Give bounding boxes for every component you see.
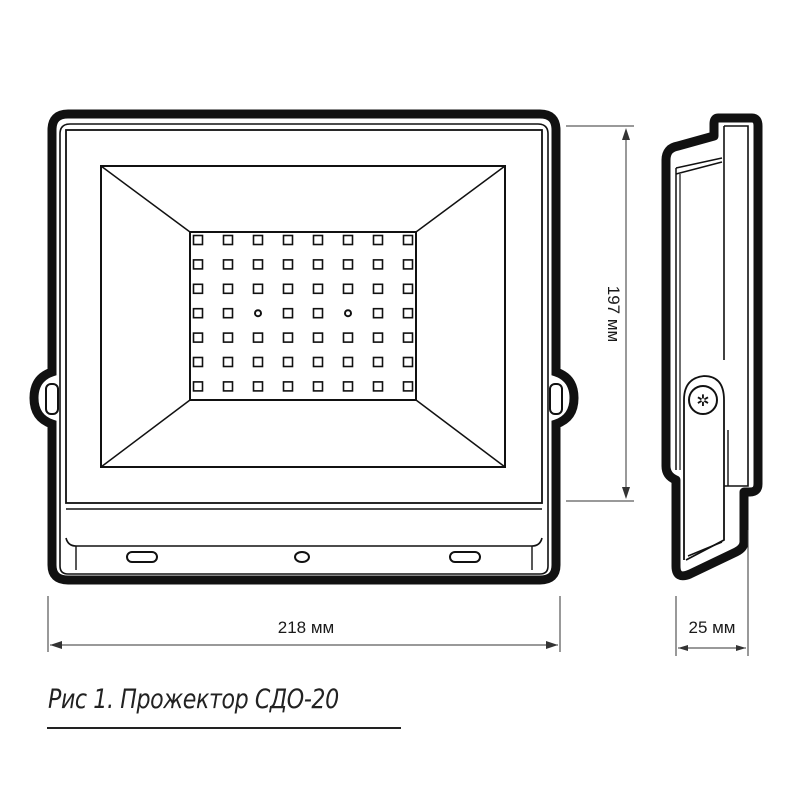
led-round [254,309,262,318]
reflector-outer [100,165,506,468]
led [252,259,264,270]
led [252,332,264,343]
bottom-strip [65,537,543,547]
screw-icon [688,385,718,415]
mount-hole [294,551,310,563]
led [192,259,204,270]
height-dimension-label: 197 мм [604,286,623,342]
led-round [344,309,352,318]
led [222,283,234,295]
dimension-lines [47,125,749,656]
led [222,356,234,368]
led [282,283,294,295]
led-grid [192,234,414,392]
led [282,307,294,319]
led [222,332,234,343]
outer-contour [29,109,579,585]
led [372,332,384,343]
led [282,381,294,392]
led [222,307,234,319]
led [402,283,414,295]
led [222,259,234,270]
led [222,381,234,392]
led [312,283,324,295]
led [402,259,414,270]
led [192,307,204,319]
side-view: ✲ [661,113,763,581]
bracket-right [549,383,563,415]
led [222,234,234,246]
side-outer-contour [661,113,763,581]
led [372,283,384,295]
led [312,332,324,343]
led [372,381,384,392]
housing-edge [59,123,549,575]
led [342,259,354,270]
led [252,234,264,246]
led [372,307,384,319]
led [192,283,204,295]
led [372,234,384,246]
mount-slot-left [126,551,158,563]
led [312,356,324,368]
led [282,234,294,246]
width-dimension-label: 218 мм [278,618,334,637]
led [312,381,324,392]
led [252,283,264,295]
led [192,332,204,343]
led [402,234,414,246]
caption-underline [47,727,401,729]
front-frame [65,129,543,504]
reflector-inner [189,231,417,401]
led [342,381,354,392]
bracket-left [45,383,59,415]
led [312,259,324,270]
led [312,234,324,246]
led [372,356,384,368]
led [282,332,294,343]
led [282,259,294,270]
led [402,307,414,319]
led [342,332,354,343]
side-bracket [683,375,725,561]
led [282,356,294,368]
led [192,234,204,246]
led [252,381,264,392]
figure-caption: Рис 1. Прожектор СДО-20 [48,684,339,715]
led [192,381,204,392]
led [342,283,354,295]
svg-text:✲: ✲ [696,393,709,410]
led [372,259,384,270]
led [312,307,324,319]
led [342,356,354,368]
led [402,381,414,392]
led [192,356,204,368]
led [402,332,414,343]
led [342,234,354,246]
led [402,356,414,368]
front-view [29,109,579,585]
mount-slot-right [449,551,481,563]
led [252,356,264,368]
depth-dimension-label: 25 мм [688,618,735,637]
